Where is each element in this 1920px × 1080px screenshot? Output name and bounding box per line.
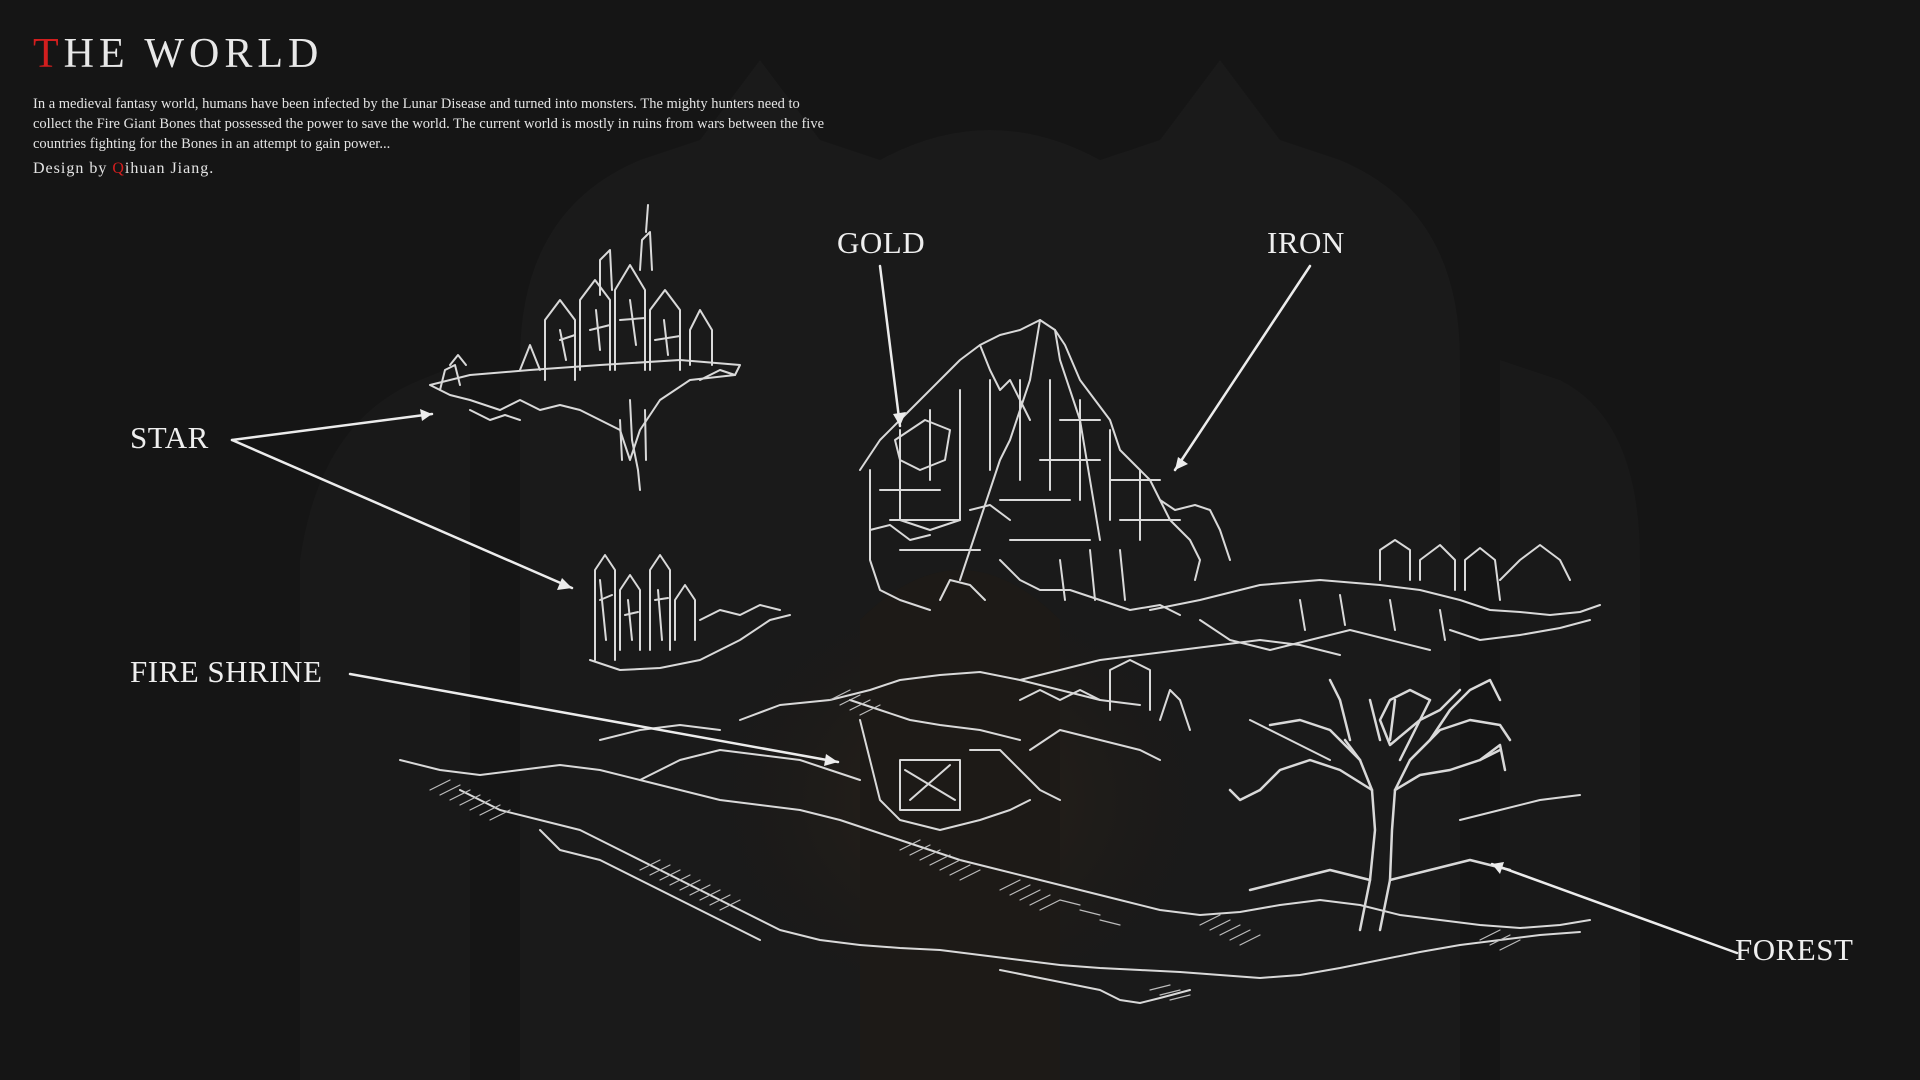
- credit-rest: ihuan Jiang.: [124, 160, 215, 177]
- label-fire-shrine: FIRE SHRINE: [130, 654, 323, 689]
- label-forest: FOREST: [1735, 932, 1854, 967]
- credit-initial: Q: [112, 160, 125, 177]
- star-arrow-lower: [230, 438, 574, 590]
- forest-arrow-head: [1492, 862, 1504, 874]
- title-rest: HE WORLD: [63, 31, 324, 77]
- east-ridge: [1149, 539, 1601, 651]
- world-description: In a medieval fantasy world, humans have…: [33, 96, 825, 152]
- lower-landmass: [399, 639, 1591, 1004]
- iron-arrow: [1173, 264, 1312, 472]
- hatching: [429, 689, 1521, 1001]
- star-arrow-lower-head: [557, 578, 572, 590]
- label-iron: IRON: [1267, 225, 1345, 260]
- fire-shrine-arrow: [348, 672, 840, 764]
- forest-arrow: [1490, 862, 1739, 955]
- forest-tree: [1228, 678, 1512, 932]
- iron-arrow-head: [1175, 457, 1188, 470]
- page-title: THE WORLD: [33, 28, 323, 80]
- arrow-heads: [420, 409, 1504, 874]
- annotation-arrows: [230, 264, 1739, 955]
- fire-shrine-area: [849, 659, 1191, 831]
- label-gold: GOLD: [837, 225, 926, 260]
- gold-iron-mountain: [859, 319, 1231, 616]
- title-initial: T: [33, 31, 64, 77]
- star-ruins: [589, 554, 791, 671]
- design-credit: Design by Qihuan Jiang.: [33, 160, 214, 178]
- gold-arrow-head: [893, 412, 906, 426]
- fire-shrine-arrow-head: [824, 754, 838, 766]
- star-floating-island: [429, 204, 741, 491]
- star-arrow-upper: [230, 412, 434, 442]
- label-star: STAR: [130, 420, 209, 455]
- star-arrow-upper-head: [420, 409, 432, 421]
- gold-arrow: [878, 264, 902, 428]
- credit-prefix: Design by: [33, 160, 113, 177]
